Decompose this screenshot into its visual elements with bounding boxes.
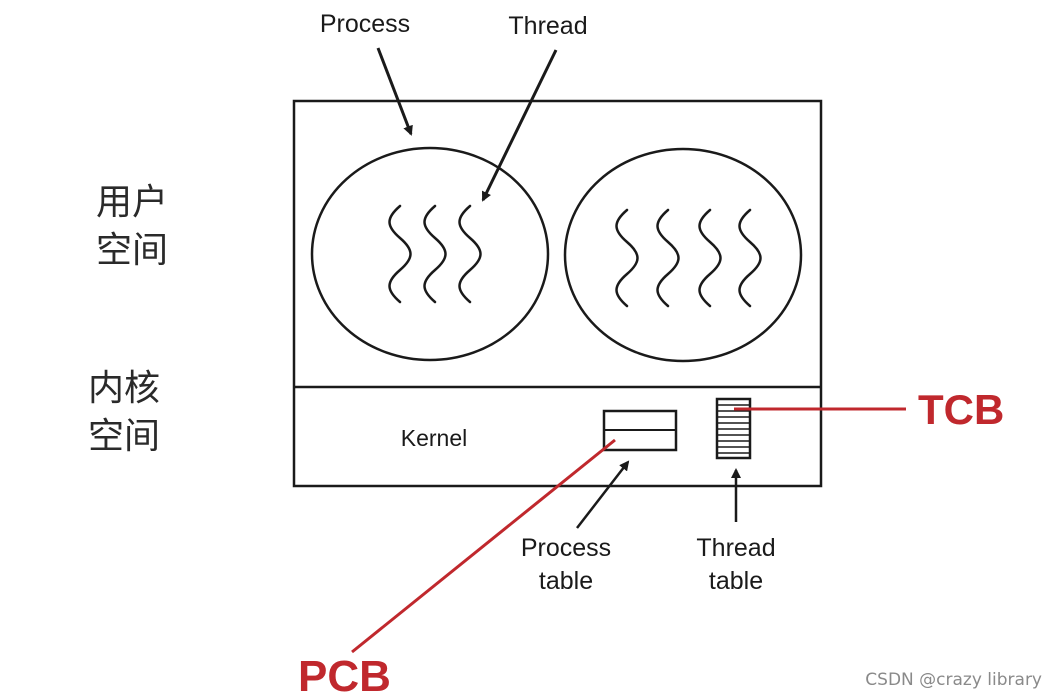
thread-table-label-line1: Thread <box>696 534 775 562</box>
kernel-space-label-line1: 内核 <box>88 368 160 409</box>
process-label: Process <box>320 10 410 38</box>
threads-right <box>615 208 762 308</box>
process-circle-left <box>310 146 550 362</box>
thread-squiggle <box>615 208 639 308</box>
thread-table-label-line2: table <box>709 567 763 595</box>
thread-squiggle <box>656 208 680 308</box>
tcb-label: TCB <box>918 386 1004 433</box>
kernel-label: Kernel <box>401 425 467 451</box>
user-space-label-line1: 用户 <box>96 182 168 223</box>
thread-squiggle <box>698 208 722 308</box>
thread-squiggle <box>423 204 447 304</box>
user-space-label-line2: 空间 <box>96 230 168 271</box>
kernel-space-label-line2: 空间 <box>88 416 160 457</box>
threads-left <box>388 204 482 304</box>
pcb-pointer-line <box>351 438 616 654</box>
process-table-arrow <box>576 460 630 529</box>
thread-table-shape <box>715 397 752 460</box>
process-table-label-line2: table <box>539 567 593 595</box>
thread-squiggle <box>388 204 412 304</box>
csdn-watermark: CSDN @crazy library <box>865 670 1042 690</box>
process-circle-right <box>563 147 803 363</box>
thread-squiggle <box>738 208 762 308</box>
process-arrow <box>376 47 413 136</box>
thread-arrow <box>481 49 558 202</box>
thread-label: Thread <box>508 12 587 40</box>
process-table-label-line1: Process <box>521 534 611 562</box>
process-table-shape <box>602 409 678 452</box>
thread-squiggle <box>458 204 482 304</box>
pcb-label: PCB <box>298 652 391 698</box>
